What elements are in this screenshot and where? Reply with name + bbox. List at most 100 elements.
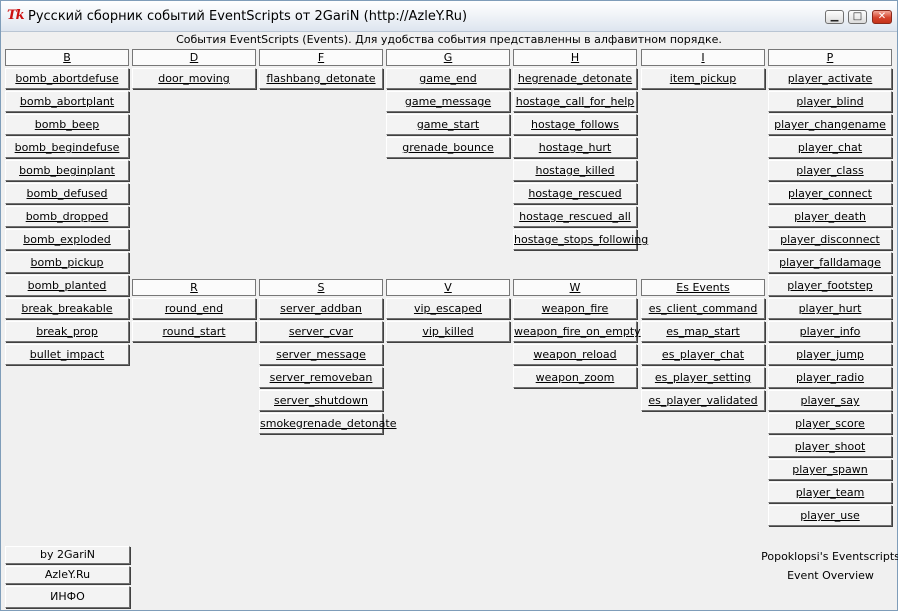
event-button[interactable]: bomb_begindefuse bbox=[5, 137, 129, 158]
event-button[interactable]: hostage_killed bbox=[513, 160, 637, 181]
event-button[interactable]: game_end bbox=[386, 68, 510, 89]
event-button[interactable]: item_pickup bbox=[641, 68, 765, 89]
event-button[interactable]: vip_killed bbox=[386, 321, 510, 342]
event-button[interactable]: bomb_defused bbox=[5, 183, 129, 204]
event-button[interactable]: es_player_setting bbox=[641, 367, 765, 388]
event-button[interactable]: hostage_call_for_help bbox=[513, 91, 637, 112]
event-button[interactable]: vip_escaped bbox=[386, 298, 510, 319]
event-button[interactable]: player_jump bbox=[768, 344, 892, 365]
event-button[interactable]: door_moving bbox=[132, 68, 256, 89]
event-button[interactable]: server_shutdown bbox=[259, 390, 383, 411]
group-header: D bbox=[132, 49, 256, 66]
event-button[interactable]: player_score bbox=[768, 413, 892, 434]
group-header: P bbox=[768, 49, 892, 66]
event-button[interactable]: player_footstep bbox=[768, 275, 892, 296]
event-button[interactable]: server_addban bbox=[259, 298, 383, 319]
credit-line-2: Event Overview bbox=[787, 569, 874, 582]
group-header: H bbox=[513, 49, 637, 66]
event-button[interactable]: player_death bbox=[768, 206, 892, 227]
group-header: R bbox=[132, 279, 256, 296]
event-button[interactable]: round_end bbox=[132, 298, 256, 319]
tk-app-icon: Tk bbox=[7, 8, 25, 23]
event-button[interactable]: player_connect bbox=[768, 183, 892, 204]
event-button[interactable]: bullet_impact bbox=[5, 344, 129, 365]
group-header: S bbox=[259, 279, 383, 296]
event-button[interactable]: bomb_exploded bbox=[5, 229, 129, 250]
event-button[interactable]: flashbang_detonate bbox=[259, 68, 383, 89]
event-button[interactable]: player_chat bbox=[768, 137, 892, 158]
event-button[interactable]: bomb_dropped bbox=[5, 206, 129, 227]
event-button[interactable]: server_cvar bbox=[259, 321, 383, 342]
event-button[interactable]: player_falldamage bbox=[768, 252, 892, 273]
by-author-button[interactable]: by 2GariN bbox=[5, 546, 130, 564]
event-button[interactable]: player_disconnect bbox=[768, 229, 892, 250]
maximize-button[interactable]: □ bbox=[848, 10, 867, 24]
credit-line-1: Popoklopsi's Eventscripts bbox=[761, 550, 898, 563]
event-button[interactable]: hegrenade_detonate bbox=[513, 68, 637, 89]
event-button[interactable]: player_hurt bbox=[768, 298, 892, 319]
event-button[interactable]: smokegrenade_detonate bbox=[259, 413, 397, 434]
event-button[interactable]: hostage_rescued_all bbox=[513, 206, 637, 227]
event-button[interactable]: weapon_fire bbox=[513, 298, 637, 319]
close-button[interactable]: ✕ bbox=[872, 10, 892, 24]
event-button[interactable]: player_activate bbox=[768, 68, 892, 89]
event-button[interactable]: es_player_validated bbox=[641, 390, 765, 411]
group-header: V bbox=[386, 279, 510, 296]
event-button[interactable]: player_radio bbox=[768, 367, 892, 388]
event-button[interactable]: hostage_rescued bbox=[513, 183, 637, 204]
event-button[interactable]: bomb_pickup bbox=[5, 252, 129, 273]
event-button[interactable]: es_player_chat bbox=[641, 344, 765, 365]
event-button[interactable]: es_client_command bbox=[641, 298, 765, 319]
group-header: W bbox=[513, 279, 637, 296]
event-button[interactable]: player_spawn bbox=[768, 459, 892, 480]
site-link-button[interactable]: AzleY.Ru bbox=[5, 566, 130, 584]
title-bar[interactable]: Tk Русский сборник событий EventScripts … bbox=[1, 1, 897, 32]
event-button[interactable]: break_breakable bbox=[5, 298, 129, 319]
event-button[interactable]: player_class bbox=[768, 160, 892, 181]
event-button[interactable]: player_changename bbox=[768, 114, 892, 135]
event-button[interactable]: hostage_stops_following bbox=[513, 229, 648, 250]
event-button[interactable]: weapon_fire_on_empty bbox=[513, 321, 641, 342]
event-button[interactable]: weapon_zoom bbox=[513, 367, 637, 388]
event-button[interactable]: player_blind bbox=[768, 91, 892, 112]
event-button[interactable]: hostage_follows bbox=[513, 114, 637, 135]
event-button[interactable]: game_start bbox=[386, 114, 510, 135]
event-button[interactable]: bomb_abortdefuse bbox=[5, 68, 129, 89]
event-button[interactable]: round_start bbox=[132, 321, 256, 342]
event-button[interactable]: bomb_beep bbox=[5, 114, 129, 135]
info-button[interactable]: ИНФО bbox=[5, 586, 130, 608]
event-button[interactable]: hostage_hurt bbox=[513, 137, 637, 158]
event-button[interactable]: bomb_planted bbox=[5, 275, 129, 296]
group-header: I bbox=[641, 49, 765, 66]
event-button[interactable]: server_message bbox=[259, 344, 383, 365]
group-header: Es Events bbox=[641, 279, 765, 296]
event-button[interactable]: grenade_bounce bbox=[386, 137, 510, 158]
event-button[interactable]: player_info bbox=[768, 321, 892, 342]
minimize-button[interactable]: ▁ bbox=[825, 10, 844, 24]
event-button[interactable]: weapon_reload bbox=[513, 344, 637, 365]
event-button[interactable]: bomb_abortplant bbox=[5, 91, 129, 112]
event-button[interactable]: player_use bbox=[768, 505, 892, 526]
event-button[interactable]: es_map_start bbox=[641, 321, 765, 342]
event-button[interactable]: player_shoot bbox=[768, 436, 892, 457]
group-header: F bbox=[259, 49, 383, 66]
event-button[interactable]: bomb_beginplant bbox=[5, 160, 129, 181]
event-button[interactable]: break_prop bbox=[5, 321, 129, 342]
event-button[interactable]: player_say bbox=[768, 390, 892, 411]
event-button[interactable]: game_message bbox=[386, 91, 510, 112]
group-header: B bbox=[5, 49, 129, 66]
group-header: G bbox=[386, 49, 510, 66]
event-button[interactable]: server_removeban bbox=[259, 367, 383, 388]
event-button[interactable]: player_team bbox=[768, 482, 892, 503]
